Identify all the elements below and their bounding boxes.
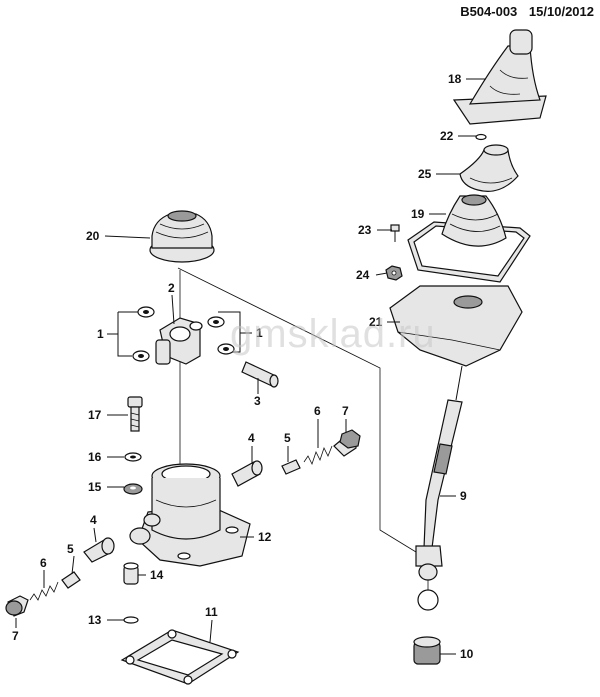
part-25-inner-boot (459, 144, 519, 192)
part-12-shifter-housing (129, 463, 251, 567)
callout-1-left: 1 (97, 327, 104, 341)
callout-1-right: 1 (256, 326, 263, 340)
callout-24: 24 (356, 268, 370, 282)
part-18-shift-knob-boot (452, 29, 547, 125)
part-19-boot-frame (407, 194, 531, 283)
part-16-washer (124, 452, 142, 462)
callout-20: 20 (86, 229, 100, 243)
callout-7-right: 7 (342, 404, 349, 418)
part-20-rubber-boot (149, 210, 215, 263)
callout-6-left: 6 (40, 556, 47, 570)
part-2-pivot-bracket (155, 317, 201, 365)
part-3-pin (241, 361, 279, 388)
part-4-detent-plug-left (83, 537, 115, 563)
callout-12: 12 (258, 530, 272, 544)
part-15-grommet (123, 483, 143, 495)
callout-18: 18 (448, 72, 462, 86)
diagram-header: B504-003 15/10/2012 (452, 4, 594, 19)
part-13-o-ring (123, 616, 139, 624)
callout-5-left: 5 (67, 542, 74, 556)
callout-17: 17 (88, 408, 102, 422)
part-14-sleeve (123, 562, 139, 585)
callout-10: 10 (460, 647, 474, 661)
part-17-bolt (127, 396, 143, 432)
callout-23: 23 (358, 223, 372, 237)
callout-9: 9 (460, 489, 467, 503)
part-5-plunger-left (61, 571, 81, 589)
part-6-spring-left (29, 581, 59, 601)
callout-25: 25 (418, 167, 432, 181)
part-4-detent-plug-right (231, 460, 263, 487)
part-7-plug-bolt-left (5, 595, 29, 617)
callout-3: 3 (254, 394, 261, 408)
callout-16: 16 (88, 450, 102, 464)
part-6-spring-right (303, 445, 333, 466)
diagram-code: B504-003 (460, 4, 518, 19)
callout-21: 21 (369, 315, 383, 329)
part-21-console-cover (389, 285, 523, 367)
callout-13: 13 (88, 613, 102, 627)
diagram-date: 15/10/2012 (528, 4, 594, 19)
callout-14: 14 (150, 568, 164, 582)
callout-6-right: 6 (314, 404, 321, 418)
callout-22: 22 (440, 129, 454, 143)
callout-numbers: 18 22 25 19 23 24 21 20 2 1 1 3 17 16 15… (12, 72, 474, 661)
part-24-nut (385, 265, 403, 281)
part-7-plug-bolt-right (333, 429, 361, 457)
part-11-gasket (120, 629, 240, 685)
callout-19: 19 (411, 207, 425, 221)
callout-11: 11 (205, 605, 218, 619)
part-10-bushing (413, 636, 441, 665)
callout-15: 15 (88, 480, 102, 494)
assembly-guide-line (177, 267, 417, 553)
part-5-plunger-right (281, 459, 301, 475)
part-23-screw (390, 224, 400, 242)
leader-lines (15, 78, 486, 655)
callout-4-left: 4 (90, 513, 97, 527)
part-22-clip (475, 133, 487, 141)
callout-2: 2 (168, 281, 175, 295)
part-1-washers (132, 306, 235, 362)
callout-4-right: 4 (248, 431, 255, 445)
callout-7-left: 7 (12, 629, 19, 643)
callout-5-right: 5 (284, 431, 291, 445)
part-9-gear-lever (415, 365, 463, 611)
